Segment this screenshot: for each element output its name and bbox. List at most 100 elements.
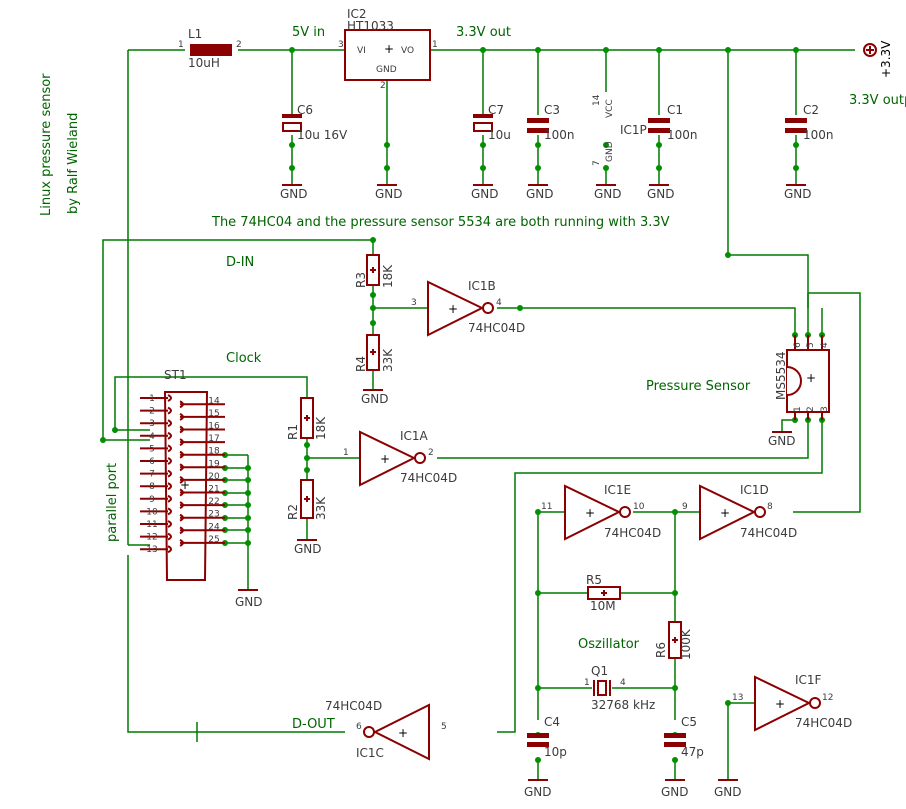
- capacitor-C4: C4 10p: [527, 715, 567, 759]
- svg-text:+: +: [380, 452, 390, 466]
- inverter-IC1F: + IC1F 74HC04D 13 12: [732, 673, 852, 732]
- ms5534-pin6: 6: [793, 342, 803, 348]
- st1-right-pin-lead: [179, 413, 225, 421]
- ic1-power-pins: 14 VCC GND 7 IC1P: [592, 94, 647, 166]
- ic1a-pin-in: 1: [343, 448, 349, 458]
- st1-pin-label: 15: [208, 409, 219, 419]
- ic1d-pin-out: 8: [767, 502, 773, 512]
- c2-name: C2: [803, 103, 819, 117]
- c1-value: 100n: [667, 128, 698, 142]
- ic2-value: HT1033: [347, 19, 394, 33]
- st1-pin-label: 25: [208, 535, 219, 545]
- resistor-R5: R5 10M: [586, 573, 621, 613]
- ic1d-pin-in: 9: [682, 502, 688, 512]
- st1-left-pin-lead: [140, 532, 172, 541]
- l1-value: 10uH: [188, 56, 220, 70]
- ic1p-gnd: GND: [605, 141, 615, 162]
- r2-name: R2: [286, 504, 300, 520]
- c7-name: C7: [488, 103, 504, 117]
- ic1c-type: 74HC04D: [325, 699, 382, 713]
- svg-text:+: +: [585, 506, 595, 520]
- capacitor-C7: C7 10u: [473, 103, 511, 142]
- ic1f-type: 74HC04D: [795, 716, 852, 730]
- net-5v-in: 5V in: [292, 25, 325, 40]
- gnd-c6: GND: [280, 187, 308, 201]
- resistor-R2: R2 33K: [286, 479, 328, 520]
- net-3v3-out: 3.3V out: [456, 25, 511, 40]
- st1-pin-label: 17: [208, 434, 219, 444]
- svg-text:+: +: [384, 42, 394, 56]
- q1-pin4: 4: [620, 678, 626, 688]
- ic2-gnd: GND: [376, 65, 397, 75]
- ic1a-type: 74HC04D: [400, 471, 457, 485]
- ic2-name: IC2: [347, 7, 367, 21]
- ic1b-pin-in: 3: [411, 298, 417, 308]
- gnd-ic2: GND: [375, 187, 403, 201]
- c7-value: 10u: [488, 128, 511, 142]
- st1-pin-label: 23: [208, 510, 219, 520]
- st1-pin-label: 13: [146, 545, 157, 555]
- st1-right-pin-lead: [179, 526, 225, 535]
- gnd-c5: GND: [661, 785, 689, 799]
- ic2-pin-in: 3: [338, 40, 344, 50]
- capacitor-C5: C5 47p: [664, 715, 704, 759]
- l1-pin2: 2: [236, 40, 242, 50]
- c2-value: 100n: [803, 128, 834, 142]
- st1-pin-label: 9: [149, 495, 155, 505]
- st1-left-pin-lead: [140, 482, 172, 491]
- capacitor-C1: C1 100n: [648, 103, 698, 142]
- ic1e-pin-in: 11: [541, 502, 552, 512]
- svg-text:+: +: [448, 302, 458, 316]
- st1-pin-label: 1: [149, 394, 155, 404]
- ic1c-pin-out: 6: [356, 722, 362, 732]
- ic2-pin-gnd: 2: [380, 81, 386, 91]
- st1-pin-label: 4: [149, 432, 155, 442]
- c4-value: 10p: [544, 745, 567, 759]
- ic1b-name: IC1B: [468, 279, 496, 293]
- ic1f-pin-out: 12: [822, 693, 833, 703]
- c5-name: C5: [681, 715, 697, 729]
- st1-pin-label: 19: [208, 459, 220, 469]
- st1-pin-label: 16: [208, 422, 220, 432]
- resistor-R1: R1 18K: [286, 397, 328, 440]
- capacitor-C2: C2 100n: [785, 103, 834, 142]
- ic1p-name: IC1P: [620, 123, 647, 137]
- ic2-vo: VO: [401, 46, 414, 56]
- r4-value: 33K: [381, 348, 395, 372]
- st1-pin-label: 3: [149, 419, 155, 429]
- crystal-Q1: Q1 32768 kHz 1 4: [584, 664, 655, 712]
- supply-33v-label: +3.3V: [879, 40, 893, 78]
- ic1e-name: IC1E: [604, 483, 631, 497]
- st1-pin-label: 22: [208, 497, 219, 507]
- st1-left-pin-lead: [140, 469, 172, 478]
- svg-text:+: +: [398, 726, 408, 740]
- ic1p-pin14: 14: [592, 94, 602, 106]
- st1-pin-label: 2: [149, 407, 155, 417]
- st1-right-pin-lead: [179, 438, 225, 446]
- ms5534-pin4: 4: [820, 342, 830, 348]
- ic1p-pin7: 7: [592, 160, 602, 166]
- q1-pin1: 1: [584, 678, 590, 688]
- r2-value: 33K: [314, 496, 328, 520]
- inverter-IC1B: + IC1B 74HC04D 3 4: [411, 279, 525, 337]
- gnd-c3: GND: [526, 187, 554, 201]
- annotations: Linux pressure sensor by Ralf Wieland Th…: [39, 25, 906, 732]
- gnd-c1: GND: [647, 187, 675, 201]
- r1-value: 18K: [314, 416, 328, 440]
- c6-name: C6: [297, 103, 313, 117]
- st1-right-pin-lead: [179, 400, 225, 409]
- ic1p-vcc: VCC: [605, 99, 615, 118]
- resistor-R6: R6 100K: [654, 621, 693, 660]
- st1-name: ST1: [164, 368, 187, 382]
- st1-pin-label: 6: [149, 457, 155, 467]
- ic1f-name: IC1F: [795, 673, 822, 687]
- ic1e-type: 74HC04D: [604, 526, 661, 540]
- inverter-IC1E: + IC1E 74HC04D 11 10: [541, 483, 661, 541]
- r3-value: 18K: [381, 264, 395, 288]
- st1-right-pin-lead: [179, 450, 225, 459]
- net-d-in: D-IN: [226, 255, 254, 270]
- st1-pin-label: 7: [149, 470, 155, 480]
- st1-right-pin-lead: [179, 501, 225, 509]
- ic1b-pin-out: 4: [496, 298, 502, 308]
- q1-value: 32768 kHz: [591, 698, 655, 712]
